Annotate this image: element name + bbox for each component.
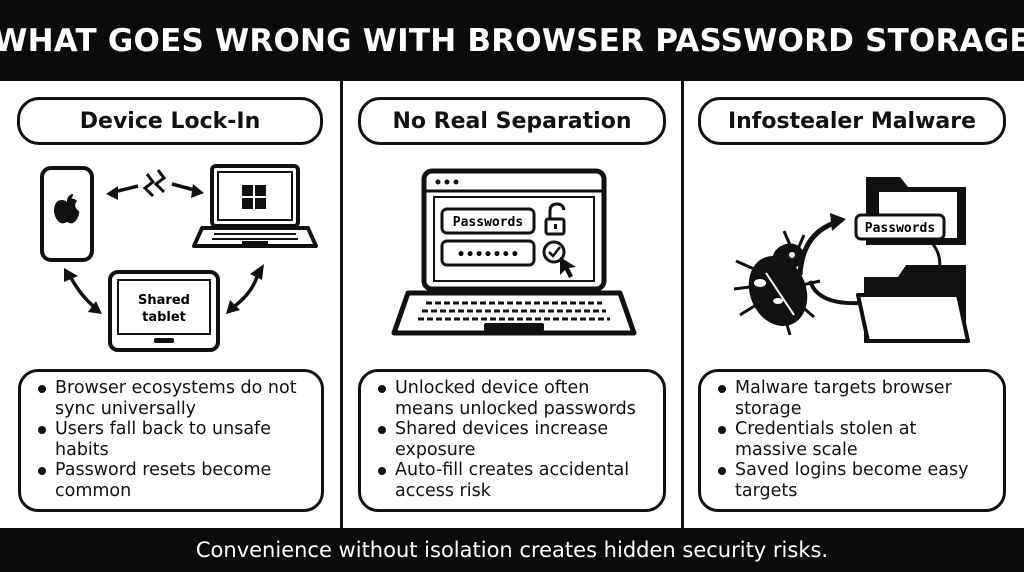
- panel-heading-no-real-separation: No Real Separation: [358, 97, 666, 145]
- footer-bar: Convenience without isolation creates hi…: [0, 528, 1024, 572]
- password-field-label: Passwords: [453, 215, 523, 230]
- list-item: Auto-fill creates accidental access risk: [375, 460, 653, 501]
- column-divider-2: [681, 81, 684, 528]
- panel-heading-infostealer-malware: Infostealer Malware: [698, 97, 1006, 145]
- device-lock-in-illustration: Shared tablet: [40, 164, 318, 352]
- tablet-icon: [108, 270, 220, 352]
- page-title: WHAT GOES WRONG WITH BROWSER PASSWORD ST…: [0, 22, 1024, 59]
- panel-heading-label: No Real Separation: [392, 108, 632, 134]
- list-item: Unlocked device often means unlocked pas…: [375, 378, 653, 419]
- broken-sync-icon: [106, 169, 204, 200]
- list-item: Credentials stolen at massive scale: [715, 419, 993, 460]
- checkmark-cursor-icon: [542, 240, 576, 278]
- list-item: Saved logins become easy targets: [715, 460, 993, 501]
- column-divider-1: [340, 81, 343, 528]
- list-item: Malware targets browser storage: [715, 378, 993, 419]
- bullet-list-device-lock-in: Browser ecosystems do not sync universal…: [18, 369, 324, 512]
- footer-caption: Convenience without isolation creates hi…: [195, 538, 829, 562]
- unlocked-padlock-icon: [544, 202, 566, 236]
- list-item: Users fall back to unsafe habits: [35, 419, 311, 460]
- tablet-label-line2: tablet: [142, 310, 186, 325]
- bug-icon: [733, 230, 821, 336]
- infostealer-malware-illustration: Passwords: [733, 177, 970, 343]
- folder-tag-label: Passwords: [865, 221, 935, 236]
- list-item: Browser ecosystems do not sync universal…: [35, 378, 311, 419]
- bullet-list-infostealer-malware: Malware targets browser storage Credenti…: [698, 369, 1006, 512]
- no-real-separation-illustration: Passwords •••••••: [391, 168, 637, 336]
- list-item: Shared devices increase exposure: [375, 419, 653, 460]
- panel-heading-device-lock-in: Device Lock-In: [17, 97, 323, 145]
- title-bar: WHAT GOES WRONG WITH BROWSER PASSWORD ST…: [0, 0, 1024, 81]
- double-arrow-icon: [64, 264, 264, 314]
- curved-arrow-icon: [797, 213, 944, 306]
- panel-heading-label: Infostealer Malware: [727, 108, 977, 134]
- panel-heading-label: Device Lock-In: [79, 108, 261, 134]
- masked-password-value: •••••••: [457, 247, 520, 263]
- laptop-windows-icon: [192, 164, 318, 248]
- list-item: Password resets become common: [35, 460, 311, 501]
- phone-apple-icon: [40, 166, 94, 262]
- bullet-list-no-real-separation: Unlocked device often means unlocked pas…: [358, 369, 666, 512]
- tablet-label-line1: Shared: [138, 293, 190, 308]
- folder-icon: [856, 177, 970, 343]
